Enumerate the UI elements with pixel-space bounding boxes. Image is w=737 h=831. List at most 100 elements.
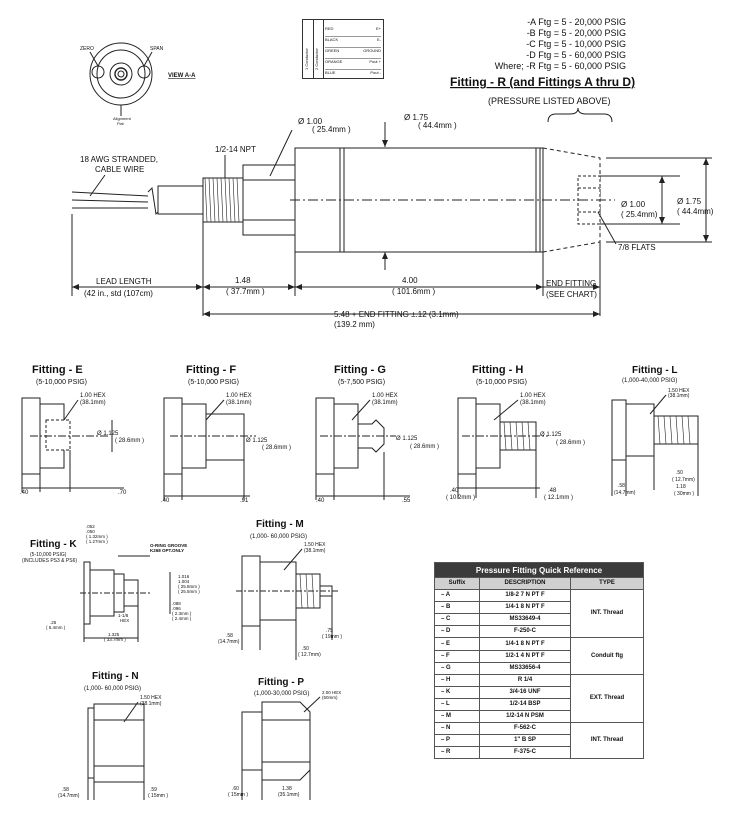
fitting-p-title: Fitting - P (258, 677, 304, 688)
fitting-g-d2: .55 (402, 498, 411, 504)
fitting-l-d2: .50 (676, 470, 683, 476)
dim-148-mm: ( 37.7mm ) (226, 287, 265, 296)
fitting-k-d1b-mm: ( 1.27mm ) (86, 539, 108, 544)
fitting-f-dia-mm: ( 28.6mm ) (262, 445, 291, 451)
fitting-e-d1: .40 (20, 490, 29, 496)
lead-length: LEAD LENGTH (96, 277, 152, 286)
npt-thread (204, 177, 240, 223)
qref-suffix: – C (434, 613, 480, 627)
zero-label: ZERO (80, 46, 94, 52)
qref-desc: 3/4-16 UNF (479, 685, 571, 699)
fitting-e-range: (5-10,000 PSIG) (36, 379, 87, 386)
fitting-e-title: Fitting - E (32, 364, 83, 376)
fitting-m-title: Fitting - M (256, 519, 304, 530)
fitting-n-hex: 1.50 HEX (140, 695, 162, 701)
fitting-g-hex-mm: (38.1mm) (372, 400, 398, 406)
qref-suffix: – E (434, 637, 480, 651)
lead-length-std: (42 in., std (107cm) (84, 289, 153, 298)
fitting-h-d1-mm: ( 10.2mm ) (446, 495, 475, 501)
dia-100: Ø 1.00 (298, 117, 323, 126)
fitting-k-hex2: HEX (120, 618, 129, 623)
fitting-n-title: Fitting - N (92, 671, 139, 682)
fitting-m-range: (1,000- 60,000 PSIG) (250, 534, 307, 540)
legend-color: RED (325, 26, 334, 31)
fitting-m-hex: 1.50 HEX (304, 542, 326, 548)
qref-type: Conduit ftg (570, 637, 644, 675)
pressure-note: (PRESSURE LISTED ABOVE) (488, 96, 611, 106)
fitting-n-range: (1,000- 60,000 PSIG) (84, 686, 141, 692)
fitting-k-hex: 1-1/8 (118, 613, 129, 618)
fitting-n-hex-mm: (38.1mm) (140, 701, 162, 707)
fitting-n-d1: .58 (62, 787, 69, 793)
range-line: -C Ftg = 5 - 10,000 PSIG (526, 39, 626, 49)
range-line: -D Ftg = 5 - 60,000 PSIG (526, 50, 626, 60)
legend-row: RED E+ (325, 26, 381, 37)
total-length: 5.48 + END FITTING ±.12 (3.1mm) (334, 310, 459, 319)
fitting-k-oring: O-RING GROOVE (150, 543, 187, 548)
qref-desc: 1/2-1 4 N PT F (479, 649, 571, 663)
dia-100-mm: ( 25.4mm ) (312, 125, 351, 134)
qref-desc: 1/8-2 7 N PT F (479, 589, 571, 603)
fitting-g-hex: 1.00 HEX (372, 393, 398, 399)
fitting-k-range2: (INCLUDES PS3 & PS6) (22, 558, 77, 564)
fitting-f-range: (5-10,000 PSIG) (188, 379, 239, 386)
fitting-p-range: (1,000-30,000 PSIG) (254, 691, 309, 697)
dim-400: 4.00 (402, 276, 418, 285)
fitting-f-d2: .91 (240, 498, 249, 504)
fitting-h-d1: .40 (450, 488, 459, 494)
fitting-k-range: (5-10,000 PSIG) (30, 552, 67, 558)
r-dia-100: Ø 1.00 (621, 200, 646, 209)
fitting-k-d1-mm: ( 1.32mm ) (86, 534, 108, 539)
fitting-e-hex-mm: (38.1mm) (80, 400, 106, 406)
fitting-l-d1: .58 (618, 483, 625, 489)
legend-color: BLUE (325, 70, 336, 75)
fitting-m-d1: .58 (226, 633, 233, 639)
dim-148: 1.48 (235, 276, 251, 285)
sensor-body (71, 147, 615, 253)
fitting-f: Fitting - F (5-10,000 PSIG) 1.00 HEX (38… (161, 364, 291, 504)
range-line: -A Ftg = 5 - 20,000 PSIG (527, 17, 626, 27)
qref-desc: F-562-C (479, 722, 571, 736)
fitting-h-hex-mm: (38.1mm) (520, 400, 546, 406)
qref-desc: 1" B SP (479, 734, 571, 748)
qref-suffix: – H (434, 673, 480, 687)
qref-suffix: – N (434, 722, 480, 736)
qref-suffix: – L (434, 697, 480, 712)
fitting-m-hex-mm: (38.1mm) (304, 548, 326, 554)
fitting-g-dia: Ø 1.125 (396, 436, 418, 442)
qref-suffix: – R (434, 746, 480, 760)
fitting-g-dia-mm: ( 28.6mm ) (410, 444, 439, 450)
fitting-h-dia-mm: ( 28.6mm ) (556, 440, 585, 446)
fitting-p-d1-mm: ( 15mm ) (228, 792, 248, 798)
end-fitting: END FITTING (546, 279, 596, 288)
fitting-m-d2: .75 (326, 628, 333, 634)
fitting-f-dia: Ø 1.125 (246, 438, 268, 444)
alignment-label: Alignment (113, 116, 132, 121)
range-line: -B Ftg = 5 - 20,000 PSIG (527, 28, 626, 38)
legend-func: E+ (375, 26, 381, 31)
awg-label-2: CABLE WIRE (95, 165, 144, 174)
fitting-p-d2-mm: (35.1mm) (278, 792, 300, 798)
qref-desc: MS33649-4 (479, 613, 571, 627)
fitting-k-d2-mm: ( 25.8mm ) (178, 584, 200, 589)
end-view: ZERO SPAN VIEW A-A Alignment Flat (80, 42, 196, 126)
qref-desc: R 1/4 (479, 673, 571, 687)
legend-color: BLACK (325, 37, 339, 42)
fitting-e-dia-mm: ( 28.6mm ) (115, 438, 144, 444)
qref-desc: 1/4-1 8 N PT F (479, 601, 571, 615)
legend-side-label-2: 2 Conductor (314, 48, 319, 70)
fitting-k-d2b-mm: ( 25.5mm ) (178, 589, 200, 594)
total-length-mm: (139.2 mm) (334, 320, 375, 329)
legend-side: 1 Conductor (303, 20, 314, 78)
fitting-m-d2-mm: ( 19mm ) (322, 634, 342, 640)
qref-suffix: – G (434, 661, 480, 675)
fitting-e-dia: Ø 1.125 (97, 431, 119, 437)
qref-header-type: TYPE (570, 576, 644, 591)
qref-suffix: – P (434, 734, 480, 748)
qref-title: Pressure Fitting Quick Reference (434, 562, 644, 578)
fitting-k-d3: .088 (172, 601, 181, 606)
fitting-h-d2-mm: ( 12.1mm ) (544, 495, 573, 501)
